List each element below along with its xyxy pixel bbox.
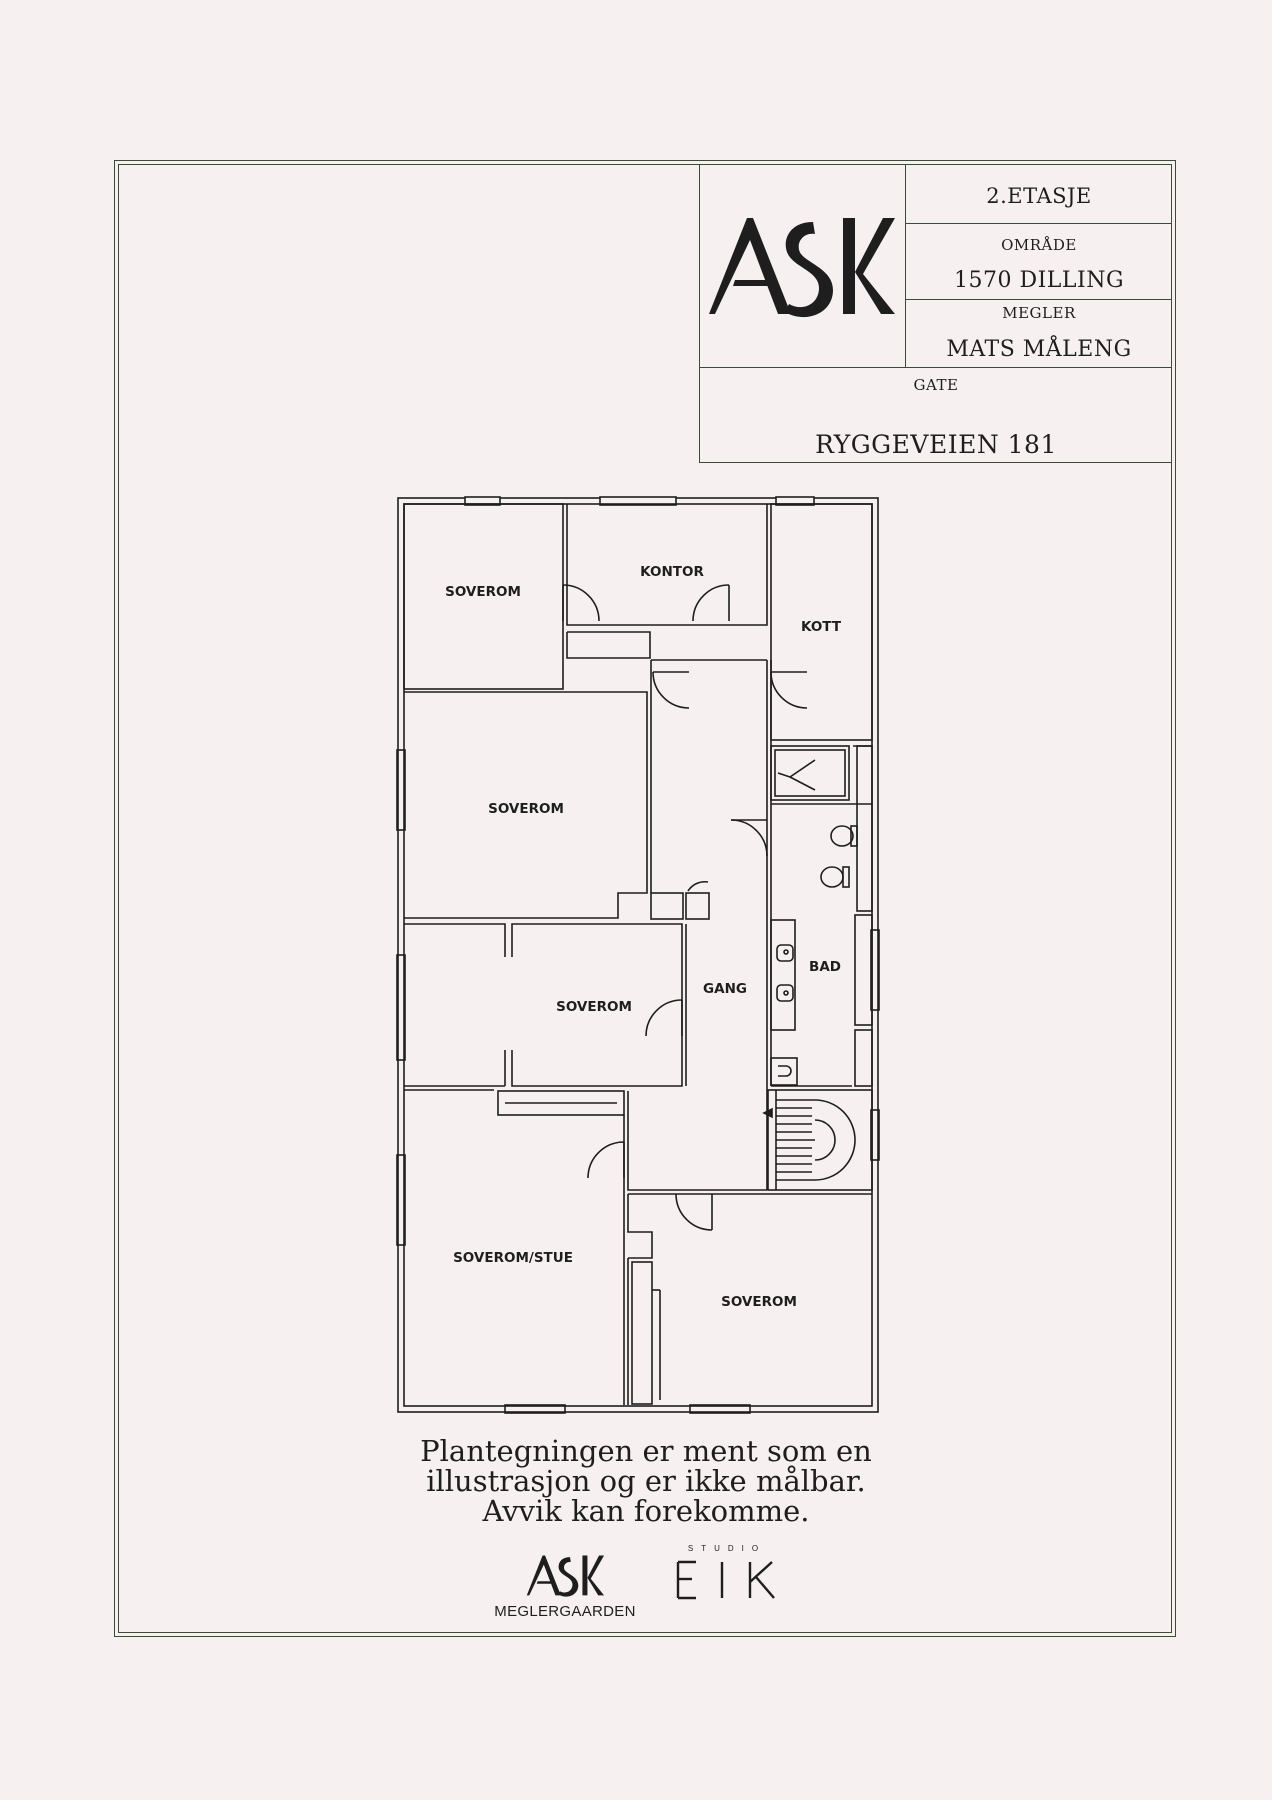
room-label-soverom-nw: SOVEROM — [445, 584, 521, 600]
titleblock-divider — [699, 164, 700, 462]
ask-logo — [709, 218, 895, 318]
titleblock-divider — [905, 299, 1172, 300]
room-label-soverom-se: SOVEROM — [721, 1294, 797, 1310]
room-label-soverom-stue: SOVEROM/STUE — [453, 1250, 573, 1266]
room-label-soverom-mid: SOVEROM — [556, 999, 632, 1015]
broker-value: MATS MÅLENG — [946, 337, 1132, 362]
disclaimer-line: Plantegningen er ment som en — [420, 1434, 872, 1468]
area-label: OMRÅDE — [1001, 236, 1077, 254]
exterior-wall-outer — [397, 497, 879, 1413]
ask-footer-logo — [526, 1555, 605, 1597]
disclaimer-text: Plantegningen er ment som en illustrasjo… — [336, 1436, 956, 1526]
street-value: RYGGEVEIEN 181 — [815, 430, 1057, 459]
drawing-frame-inner — [118, 164, 1172, 1633]
exterior-wall-inner — [403, 503, 873, 1407]
room-label-kott: KOTT — [800, 619, 842, 635]
titleblock-divider — [905, 164, 906, 368]
area-value: 1570 DILLING — [953, 268, 1125, 293]
meglergaarden-label: MEGLERGAARDEN — [494, 1603, 636, 1620]
room-label-bad: BAD — [809, 959, 841, 975]
titleblock-divider — [905, 223, 1172, 224]
street-label: GATE — [913, 376, 959, 394]
disclaimer-line: Avvik kan forekomme. — [482, 1494, 810, 1528]
eik-logo — [676, 1560, 775, 1600]
floor-label: 2.ETASJE — [986, 184, 1092, 208]
room-label-soverom-w: SOVEROM — [488, 801, 564, 817]
disclaimer-line: illustrasjon og er ikke målbar. — [426, 1464, 866, 1498]
studio-label: STUDIO — [687, 1544, 767, 1553]
room-label-kontor: KONTOR — [640, 564, 704, 580]
broker-label: MEGLER — [1002, 304, 1076, 322]
titleblock-divider — [699, 462, 1172, 463]
room-label-gang: GANG — [703, 981, 747, 997]
titleblock-divider — [699, 367, 1172, 368]
drawing-frame-outer — [114, 160, 1176, 1637]
